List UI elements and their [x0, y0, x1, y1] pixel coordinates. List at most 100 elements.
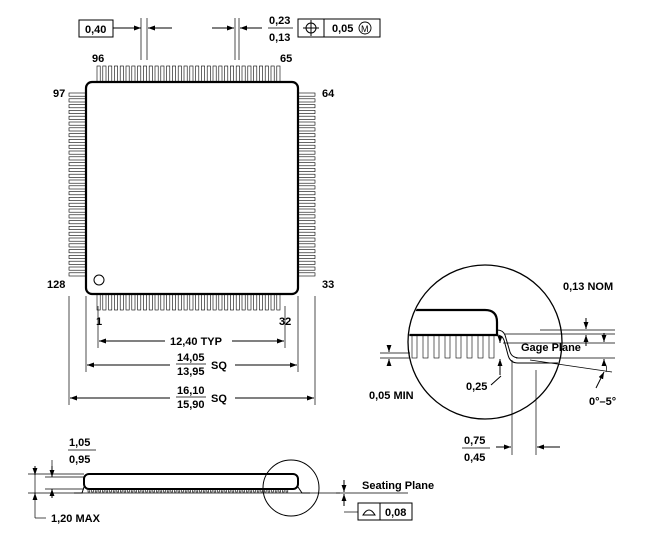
lead-pin	[296, 127, 316, 132]
lead-pin	[68, 98, 88, 103]
detail-pin-comb	[411, 333, 495, 359]
lead-pin	[68, 127, 88, 132]
lead-pin	[259, 65, 263, 84]
lead-width-min: 0,13	[269, 32, 290, 44]
lead-pin	[455, 333, 462, 359]
overall-size-min: 15,90	[177, 399, 205, 411]
lead-pin	[296, 173, 316, 178]
standoff-label: 0,05 MIN	[369, 390, 414, 402]
lead-pin	[296, 168, 316, 172]
lead-pin	[433, 333, 440, 359]
lead-pin	[131, 65, 136, 84]
lead-pin	[131, 292, 136, 311]
lead-pin	[166, 65, 171, 84]
lead-pin	[68, 115, 88, 120]
lead-pin	[154, 292, 159, 311]
lead-pin	[212, 65, 217, 84]
lead-pin	[125, 292, 130, 311]
lead-pin	[296, 121, 316, 126]
lead-pin	[68, 168, 88, 172]
lead-pin	[422, 333, 429, 359]
lead-pin	[68, 121, 88, 126]
lead-pin	[68, 92, 88, 97]
overall-size-dimension: 16,10 15,90 SQ	[68, 296, 316, 411]
lead-pin	[276, 292, 281, 311]
lead-pin	[119, 65, 124, 84]
lead-pin	[102, 292, 107, 311]
seating-plane-label: Seating Plane	[362, 480, 434, 492]
lead-pin	[296, 237, 316, 242]
lead-pin	[114, 292, 118, 311]
lead-pin	[201, 292, 205, 311]
lead-pin	[296, 226, 316, 230]
flatness-value: 0,08	[385, 507, 406, 519]
lead-pin	[296, 260, 316, 265]
gage-value: 0,25	[466, 381, 487, 393]
overall-size-max: 16,10	[177, 385, 205, 397]
side-height-max: 1,05	[69, 437, 90, 449]
lead-pin	[172, 292, 176, 311]
lead-pin	[296, 231, 316, 236]
lead-pin	[296, 92, 316, 97]
lead-pin	[119, 292, 124, 311]
side-height-min: 0,95	[69, 454, 90, 466]
lead-pin	[296, 104, 316, 109]
lead-pin	[253, 292, 258, 311]
mmc-modifier-icon	[358, 21, 372, 35]
lead-pin	[259, 292, 263, 311]
pin-label-96: 96	[92, 53, 104, 65]
lead-pin	[466, 333, 473, 359]
lead-pin	[264, 292, 269, 311]
left-pin-row	[68, 92, 88, 277]
lead-pin	[154, 65, 159, 84]
lead-pin	[296, 197, 316, 201]
bottom-pin-row	[96, 292, 281, 311]
lead-pin	[296, 191, 316, 196]
lead-width-max: 0,23	[269, 15, 290, 27]
lead-thickness-nom: 0,13 NOM	[563, 281, 613, 293]
lead-pin	[68, 191, 88, 196]
lead-pin	[68, 266, 88, 271]
lead-pin	[68, 214, 88, 219]
lead-pin	[296, 185, 316, 190]
top-pin-row	[96, 65, 281, 84]
lead-pin	[108, 292, 113, 311]
lead-pin	[296, 214, 316, 219]
lead-pin	[218, 292, 223, 311]
lead-pin	[183, 65, 188, 84]
position-tolerance-value: 0,05	[332, 23, 353, 35]
lead-pin	[68, 202, 88, 207]
lead-pin	[189, 65, 194, 84]
side-body	[83, 473, 299, 490]
lead-pin	[160, 292, 165, 311]
pin-label-33: 33	[322, 279, 334, 291]
lead-pin	[218, 65, 223, 84]
lead-pin	[183, 292, 188, 311]
pin-label-65: 65	[280, 53, 292, 65]
lead-pin	[189, 292, 194, 311]
lead-pin	[68, 208, 88, 213]
lead-pin	[68, 243, 88, 248]
lead-pin	[68, 272, 88, 277]
lead-pin	[68, 173, 88, 178]
pitch-value: 0,40	[85, 24, 106, 36]
lead-pin	[235, 292, 240, 311]
total-height: 1,20 MAX	[51, 513, 101, 525]
lead-pin	[206, 65, 211, 84]
lead-pin	[296, 156, 316, 161]
lead-pin	[230, 292, 234, 311]
lead-pin	[247, 65, 252, 84]
lead-pin	[444, 333, 451, 359]
lead-pin	[230, 65, 234, 84]
lead-pin	[68, 220, 88, 225]
lead-pin	[68, 249, 88, 254]
lead-pin	[411, 333, 418, 359]
side-view: 1,05 0,95 1,20 MAX Seating Plane 0,08	[28, 437, 434, 525]
lead-pin	[68, 237, 88, 242]
lead-pin	[296, 266, 316, 271]
lead-pin	[148, 292, 153, 311]
lead-pin	[160, 65, 165, 84]
body-size-max: 14,05	[177, 352, 205, 364]
